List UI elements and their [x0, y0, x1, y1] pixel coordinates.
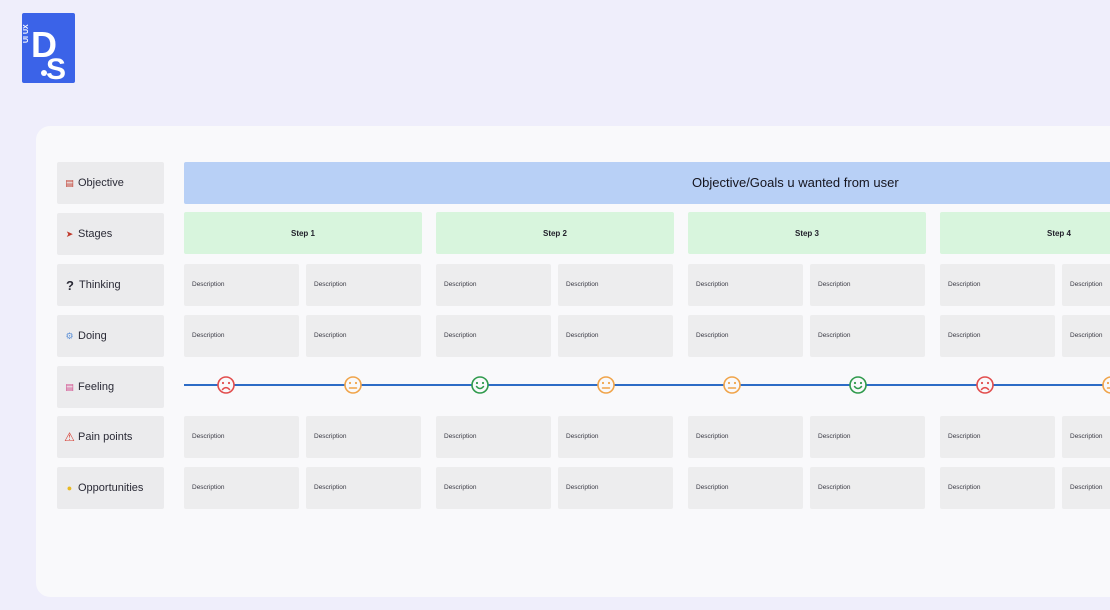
neutral-face-icon [1102, 376, 1110, 394]
neutral-face-icon [344, 376, 362, 394]
description-cell-doing[interactable]: Description [436, 315, 551, 357]
row-label-stages: ➤ Stages [57, 213, 164, 255]
description-cell-doing[interactable]: Description [184, 315, 299, 357]
description-cell-doing[interactable]: Description [1062, 315, 1110, 357]
row-label-thinking: ? Thinking [57, 264, 164, 306]
lightbulb-icon: ● [66, 483, 73, 493]
description-cell-doing[interactable]: Description [688, 315, 803, 357]
stage-step-2: Step 2 [436, 212, 674, 254]
objective-text: Objective/Goals u wanted from user [692, 175, 899, 190]
description-cell-pain-points[interactable]: Description [1062, 416, 1110, 458]
description-cell-thinking[interactable]: Description [940, 264, 1055, 306]
clipboard-icon: ▤ [65, 177, 74, 188]
emotion-chart-icon: ▤ [65, 381, 74, 392]
description-cell-thinking[interactable]: Description [688, 264, 803, 306]
description-cell-doing[interactable]: Description [306, 315, 421, 357]
row-label-feeling: ▤ Feeling [57, 366, 164, 408]
row-label-opportunities: ● Opportunities [57, 467, 164, 509]
sad-face-icon [976, 376, 994, 394]
description-cell-thinking[interactable]: Description [184, 264, 299, 306]
logo-text-uiux: UI UX [23, 24, 30, 43]
description-cell-thinking[interactable]: Description [306, 264, 421, 306]
description-cell-opportunities[interactable]: Description [306, 467, 421, 509]
description-cell-pain-points[interactable]: Description [810, 416, 925, 458]
description-cell-thinking[interactable]: Description [810, 264, 925, 306]
feeling-timeline [184, 376, 1110, 394]
logo-letter-s: S [46, 53, 66, 83]
description-cell-pain-points[interactable]: Description [940, 416, 1055, 458]
sad-face-icon [217, 376, 235, 394]
description-cell-doing[interactable]: Description [940, 315, 1055, 357]
happy-face-icon [471, 376, 489, 394]
description-cell-doing[interactable]: Description [558, 315, 673, 357]
row-label-text: Doing [78, 330, 107, 342]
neutral-face-icon [723, 376, 741, 394]
question-mark-icon: ? [66, 277, 74, 293]
row-label-text: Objective [78, 177, 124, 189]
description-cell-opportunities[interactable]: Description [184, 467, 299, 509]
logo-letter-d: D [31, 24, 57, 65]
description-cell-opportunities[interactable]: Description [940, 467, 1055, 509]
description-cell-opportunities[interactable]: Description [1062, 467, 1110, 509]
description-cell-pain-points[interactable]: Description [558, 416, 673, 458]
description-cell-thinking[interactable]: Description [436, 264, 551, 306]
uiux-ds-logo: D S UI UX [22, 13, 75, 83]
description-cell-opportunities[interactable]: Description [810, 467, 925, 509]
description-cell-pain-points[interactable]: Description [688, 416, 803, 458]
description-cell-pain-points[interactable]: Description [184, 416, 299, 458]
row-label-pain-points: ⚠ Pain points [57, 416, 164, 458]
row-label-text: Thinking [79, 279, 121, 291]
description-cell-thinking[interactable]: Description [558, 264, 673, 306]
rocket-icon: ➤ [65, 228, 74, 239]
row-label-text: Feeling [78, 381, 115, 393]
description-cell-opportunities[interactable]: Description [688, 467, 803, 509]
description-cell-doing[interactable]: Description [810, 315, 925, 357]
description-cell-thinking[interactable]: Description [1062, 264, 1110, 306]
description-cell-opportunities[interactable]: Description [436, 467, 551, 509]
neutral-face-icon [597, 376, 615, 394]
stage-step-1: Step 1 [184, 212, 422, 254]
gears-icon: ⚙ [65, 330, 74, 341]
stage-step-3: Step 3 [688, 212, 926, 254]
description-cell-pain-points[interactable]: Description [436, 416, 551, 458]
journey-map-board: ▤ Objective ➤ Stages ? Thinking ⚙ Doing … [36, 126, 1110, 597]
row-label-doing: ⚙ Doing [57, 315, 164, 357]
row-label-text: Stages [78, 228, 113, 240]
warning-icon: ⚠ [64, 430, 75, 444]
description-cell-opportunities[interactable]: Description [558, 467, 673, 509]
objective-bar: Objective/Goals u wanted from user [184, 162, 1110, 204]
happy-face-icon [849, 376, 867, 394]
stage-step-4: Step 4 [940, 212, 1110, 254]
description-cell-pain-points[interactable]: Description [306, 416, 421, 458]
row-label-objective: ▤ Objective [57, 162, 164, 204]
row-label-text: Opportunities [78, 482, 144, 494]
row-label-text: Pain points [78, 431, 133, 443]
